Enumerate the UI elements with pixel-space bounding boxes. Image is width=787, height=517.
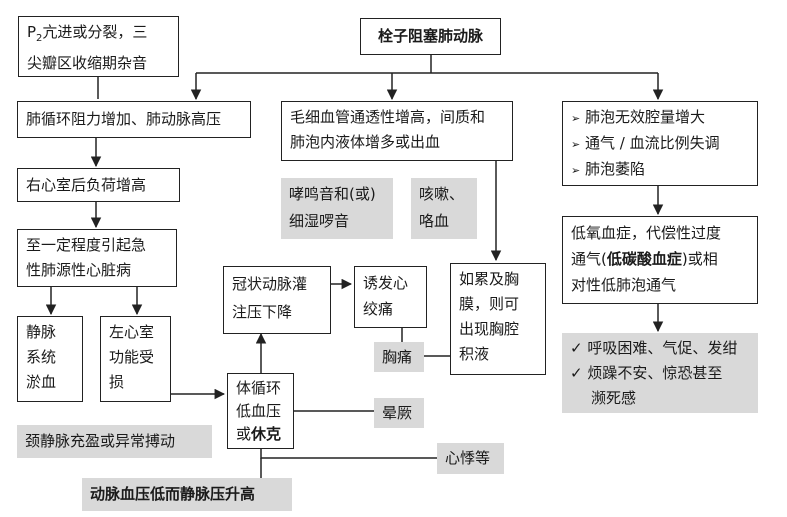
wheeze-rales-note: 哮鸣音和(或) 细湿啰音 (281, 178, 393, 239)
jugular-vein-note: 颈静脉充盈或异常搏动 (17, 425, 212, 458)
p2-line1: P2亢进或分裂，三 (27, 23, 148, 44)
p2-murmur-box: P2亢进或分裂，三 尖瓣区收缩期杂音 (18, 16, 179, 77)
alveolar-item-3: ➢ 肺泡萎陷 (571, 160, 646, 178)
chest-pain-note: 胸痛 (374, 342, 424, 372)
capillary-permeability-box: 毛细血管通透性增高，间质和 肺泡内液体增多或出血 (281, 101, 513, 161)
alveolar-item-2: ➢ 通气 / 血流比例失调 (571, 134, 720, 152)
angina-box: 诱发心 绞痛 (354, 266, 427, 328)
p2-line2: 尖瓣区收缩期杂音 (27, 54, 148, 72)
acute-cor-pulmonale-box: 至一定程度引起急 性肺源性心脏病 (17, 229, 177, 287)
respiratory-symptoms-note: ✓ 呼吸困难、气促、发绀 ✓ 烦躁不安、惊恐甚至 濒死感 (562, 333, 758, 413)
hypoxemia-box: 低氧血症，代偿性过度 通气(低碳酸血症)或相 对性低肺泡通气 (562, 216, 758, 304)
bp-low-venous-high-note: 动脉血压低而静脉压升高 (82, 478, 292, 511)
symptom-1: ✓ 呼吸困难、气促、发绀 (570, 339, 738, 357)
systemic-hypotension-box: 体循环 低血压 或休克 (227, 373, 294, 449)
root-pulmonary-embolism: 栓子阻塞肺动脉 (360, 18, 501, 55)
rv-afterload-box: 右心室后负荷增高 (17, 168, 180, 202)
cough-hemoptysis-note: 咳嗽、 咯血 (411, 178, 477, 239)
palpitation-note: 心悸等 (437, 443, 504, 474)
venous-congestion-box: 静脉 系统 淤血 (17, 316, 83, 402)
root-label: 栓子阻塞肺动脉 (377, 27, 483, 45)
alveolar-changes-box: ➢ 肺泡无效腔量增大 ➢ 通气 / 血流比例失调 ➢ 肺泡萎陷 (562, 101, 758, 186)
pleural-effusion-box: 如累及胸 膜，则可 出现胸腔 积液 (450, 263, 546, 375)
symptom-2: ✓ 烦躁不安、惊恐甚至 (570, 364, 723, 382)
coronary-perfusion-box: 冠状动脉灌 注压下降 (223, 266, 331, 334)
pulmonary-resistance-box: 肺循环阻力增加、肺动脉高压 (17, 101, 251, 138)
syncope-note: 晕厥 (374, 398, 424, 428)
lv-dysfunction-box: 左心室 功能受 损 (100, 316, 171, 402)
alveolar-item-1: ➢ 肺泡无效腔量增大 (571, 108, 706, 126)
symptom-2-cont: 濒死感 (591, 389, 637, 407)
